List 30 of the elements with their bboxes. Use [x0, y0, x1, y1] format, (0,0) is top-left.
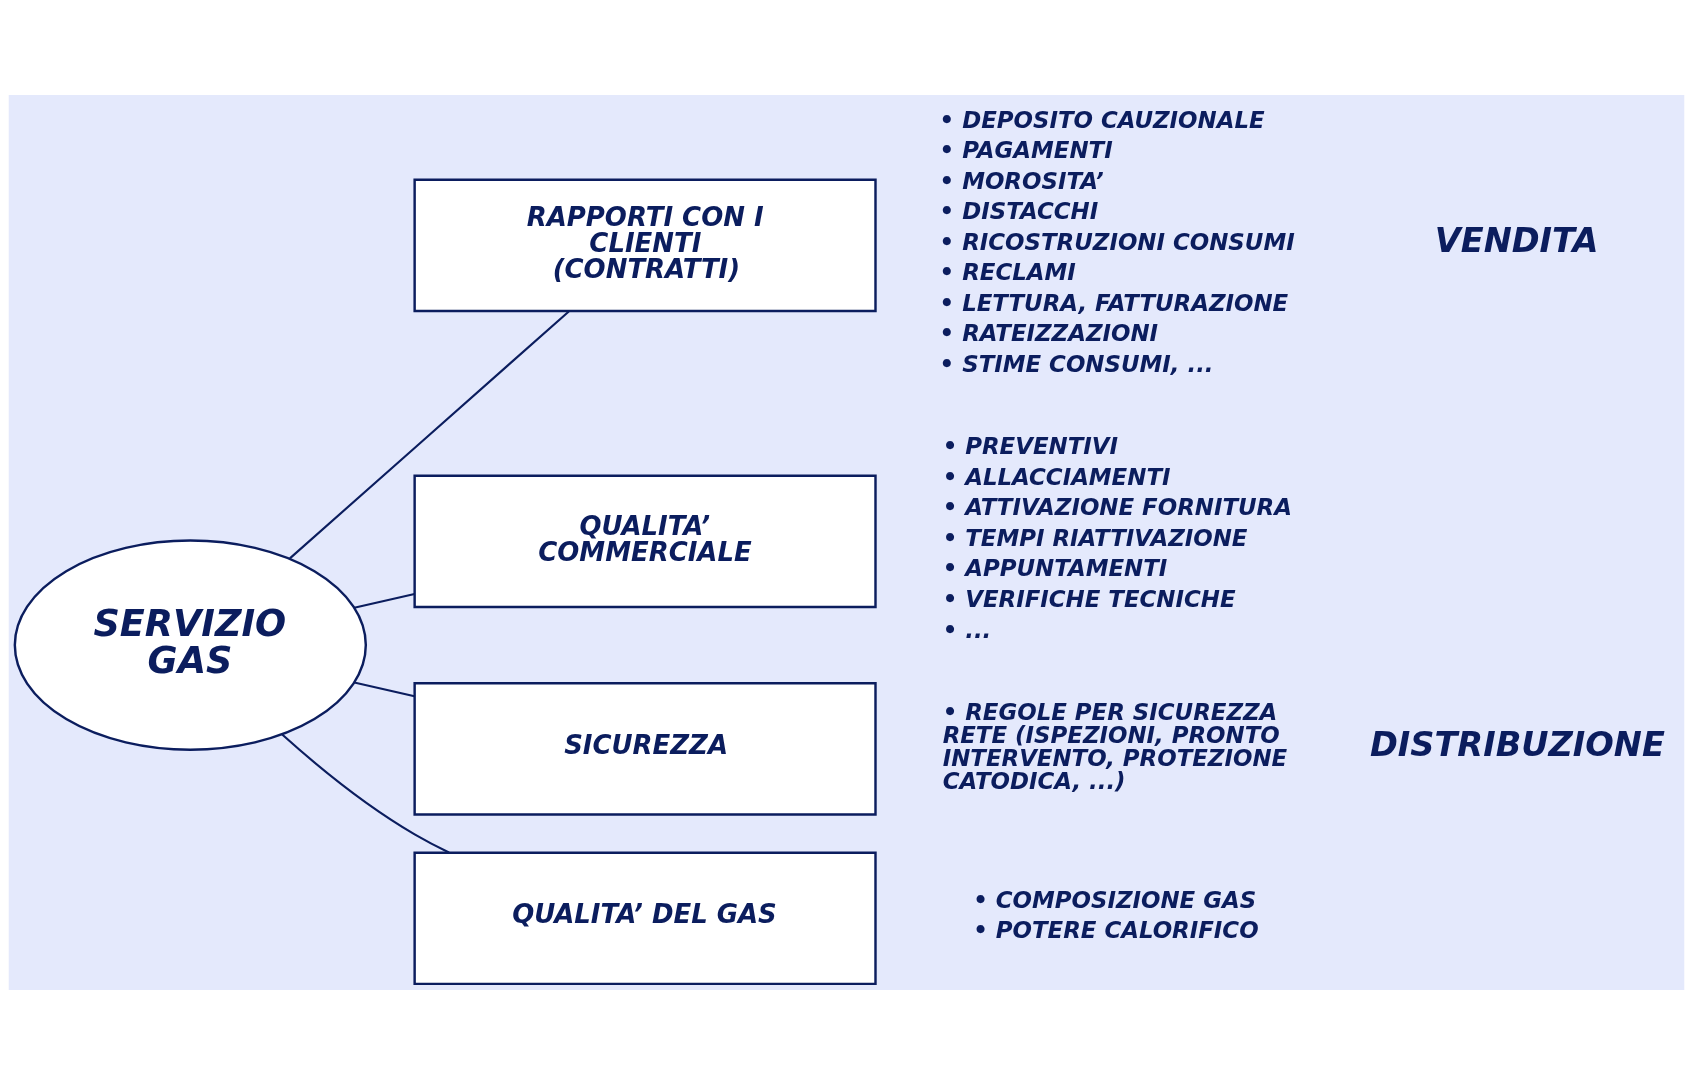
node-label: • TEMPI RIATTIVAZIONE: [942, 524, 1248, 551]
connector: [281, 733, 450, 854]
node-label: • COMPOSIZIONE GAS: [973, 886, 1257, 913]
node-label: • DISTACCHI: [939, 198, 1099, 225]
node-label: • LETTURA, FATTURAZIONE: [939, 289, 1289, 316]
node-label: • RECLAMI: [939, 259, 1076, 286]
node-label: • DEPOSITO CAUZIONALE: [939, 106, 1265, 133]
node-label: • POTERE CALORIFICO: [973, 917, 1259, 944]
connector: [354, 681, 415, 698]
node-label: • ATTIVAZIONE FORNITURA: [942, 494, 1292, 521]
node-box: SICUREZZA: [413, 682, 877, 816]
node-label: • ALLACCIAMENTI: [942, 463, 1171, 490]
node-label: • VERIFICHE TECNICHE: [942, 585, 1236, 612]
node-label: • ...: [942, 616, 992, 643]
node-label: • STIME CONSUMI, ...: [939, 350, 1214, 377]
node-box: RAPPORTI CON I CLIENTI (CONTRATTI): [413, 178, 877, 313]
node-ellipse: SERVIZIO GAS: [13, 539, 368, 751]
node-label: • PAGAMENTI: [939, 137, 1113, 164]
node-label: • PREVENTIVI: [942, 433, 1119, 460]
node-label: • RATEIZZAZIONI: [939, 320, 1159, 347]
node-label: • MOROSITA’: [939, 167, 1104, 194]
node-label: • REGOLE PER SICUREZZA RETE (ISPEZIONI, PRONTO INTERVENTO, PROTEZIONE CATODICA, ...): [942, 698, 1288, 794]
label: DISTRIBUZIONE: [1369, 724, 1665, 764]
node-box: QUALITA’ COMMERCIALE: [413, 474, 877, 609]
node-label: • RICOSTRUZIONI CONSUMI: [939, 228, 1295, 255]
node-label: • APPUNTAMENTI: [942, 555, 1168, 582]
node-box: QUALITA’ DEL GAS: [413, 851, 877, 986]
label: VENDITA: [1434, 221, 1599, 261]
connector: [354, 592, 415, 609]
connector: [289, 310, 570, 560]
